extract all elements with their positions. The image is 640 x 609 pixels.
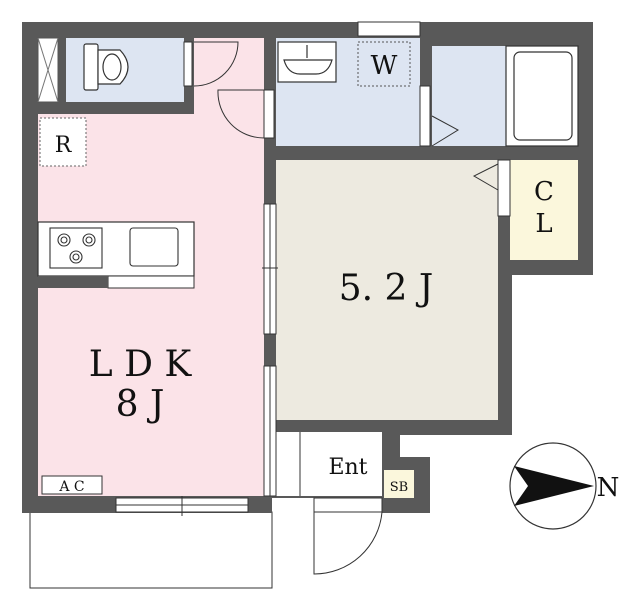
washer-space	[357, 41, 411, 87]
washroom-door-swing	[217, 89, 265, 139]
washroom-label: W	[371, 51, 398, 81]
compass-arrow-icon	[514, 466, 594, 506]
entrance-door-swing	[313, 511, 383, 575]
shoe-box-area	[384, 470, 414, 498]
western-room-floor	[276, 160, 498, 420]
counter-edge	[107, 275, 195, 289]
balcony	[29, 511, 273, 589]
shoe-box-label: SB	[390, 480, 408, 495]
compass: N	[509, 442, 620, 530]
ldk-upper-floor	[194, 38, 264, 118]
compass-north-label: N	[597, 473, 620, 503]
sink-icon	[129, 227, 179, 267]
closet-label-line1: C	[534, 177, 554, 207]
fridge-space	[39, 117, 87, 167]
air-conditioner-label: A C	[58, 479, 84, 495]
fridge-label: R	[55, 133, 73, 158]
bathroom-door	[419, 85, 431, 147]
entrance-door	[313, 497, 383, 513]
washroom-door	[263, 89, 275, 139]
toilet-icon	[83, 43, 129, 91]
toilet-door-swing	[193, 41, 239, 87]
ldk-label-line2: 8 J	[116, 384, 165, 425]
toilet-door	[183, 41, 193, 87]
ldk-floor	[38, 114, 264, 496]
air-conditioner	[41, 475, 103, 495]
closet-door-swing	[472, 163, 499, 191]
stove-icon	[49, 227, 103, 269]
bathtub-icon	[505, 45, 579, 147]
closet-door	[497, 159, 511, 217]
entrance-floor	[276, 432, 382, 496]
partition-wall	[38, 276, 108, 288]
washroom-window	[357, 21, 421, 37]
western-room-label: 5. 2 J	[339, 268, 434, 309]
entrance-label: Ent	[328, 455, 367, 480]
closet-label-line2: L	[535, 209, 552, 239]
ldk-label-line1: L D K	[89, 344, 193, 385]
bathroom-door-swing	[431, 115, 460, 147]
closet-floor	[510, 160, 578, 260]
washbasin-icon	[277, 41, 337, 83]
